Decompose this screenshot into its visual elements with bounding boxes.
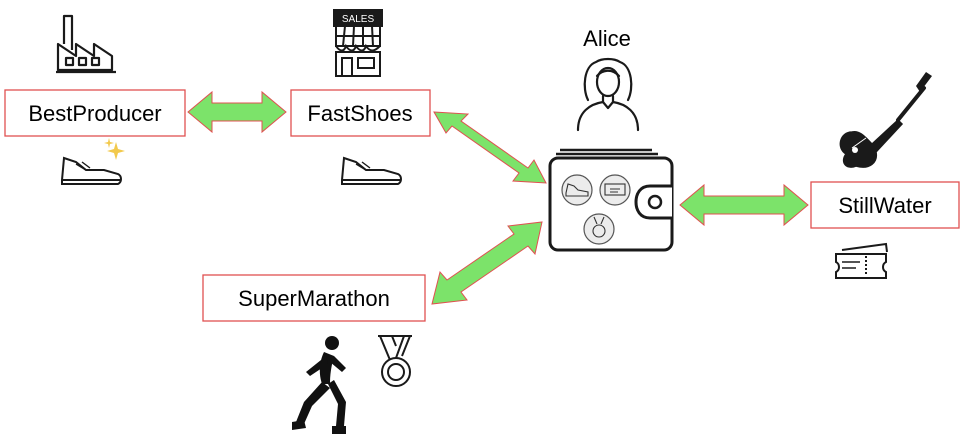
store-icon: SALES <box>333 9 383 77</box>
wallet-medal-badge <box>583 213 615 245</box>
guitar-icon <box>839 72 932 168</box>
node-fastshoes: FastShoes <box>290 89 431 137</box>
store-sign: SALES <box>342 14 375 25</box>
person-icon <box>576 57 640 132</box>
medal-icon <box>378 335 412 387</box>
node-supermarathon: SuperMarathon <box>202 274 426 322</box>
wallet-icon <box>548 148 674 252</box>
sneaker-icon <box>341 156 402 185</box>
node-fastshoes-label: FastShoes <box>307 101 412 126</box>
arrow-bestproducer-fastshoes <box>187 90 287 134</box>
node-bestproducer: BestProducer <box>4 89 186 137</box>
arrow-wallet-stillwater <box>679 183 809 227</box>
arrow-supermarathon-wallet <box>431 221 543 305</box>
node-stillwater: StillWater <box>810 181 960 229</box>
node-stillwater-label: StillWater <box>838 193 931 218</box>
node-bestproducer-label: BestProducer <box>28 101 161 126</box>
factory-icon <box>56 14 116 74</box>
ticket-icon <box>835 242 888 279</box>
sneaker-sparkle-icon <box>61 138 125 185</box>
wallet-ticket-badge <box>599 174 631 206</box>
runner-icon <box>292 336 346 434</box>
arrow-fastshoes-wallet <box>433 111 547 184</box>
wallet-sneaker-badge <box>561 174 593 206</box>
node-supermarathon-label: SuperMarathon <box>238 286 390 311</box>
person-name: Alice <box>583 26 631 51</box>
